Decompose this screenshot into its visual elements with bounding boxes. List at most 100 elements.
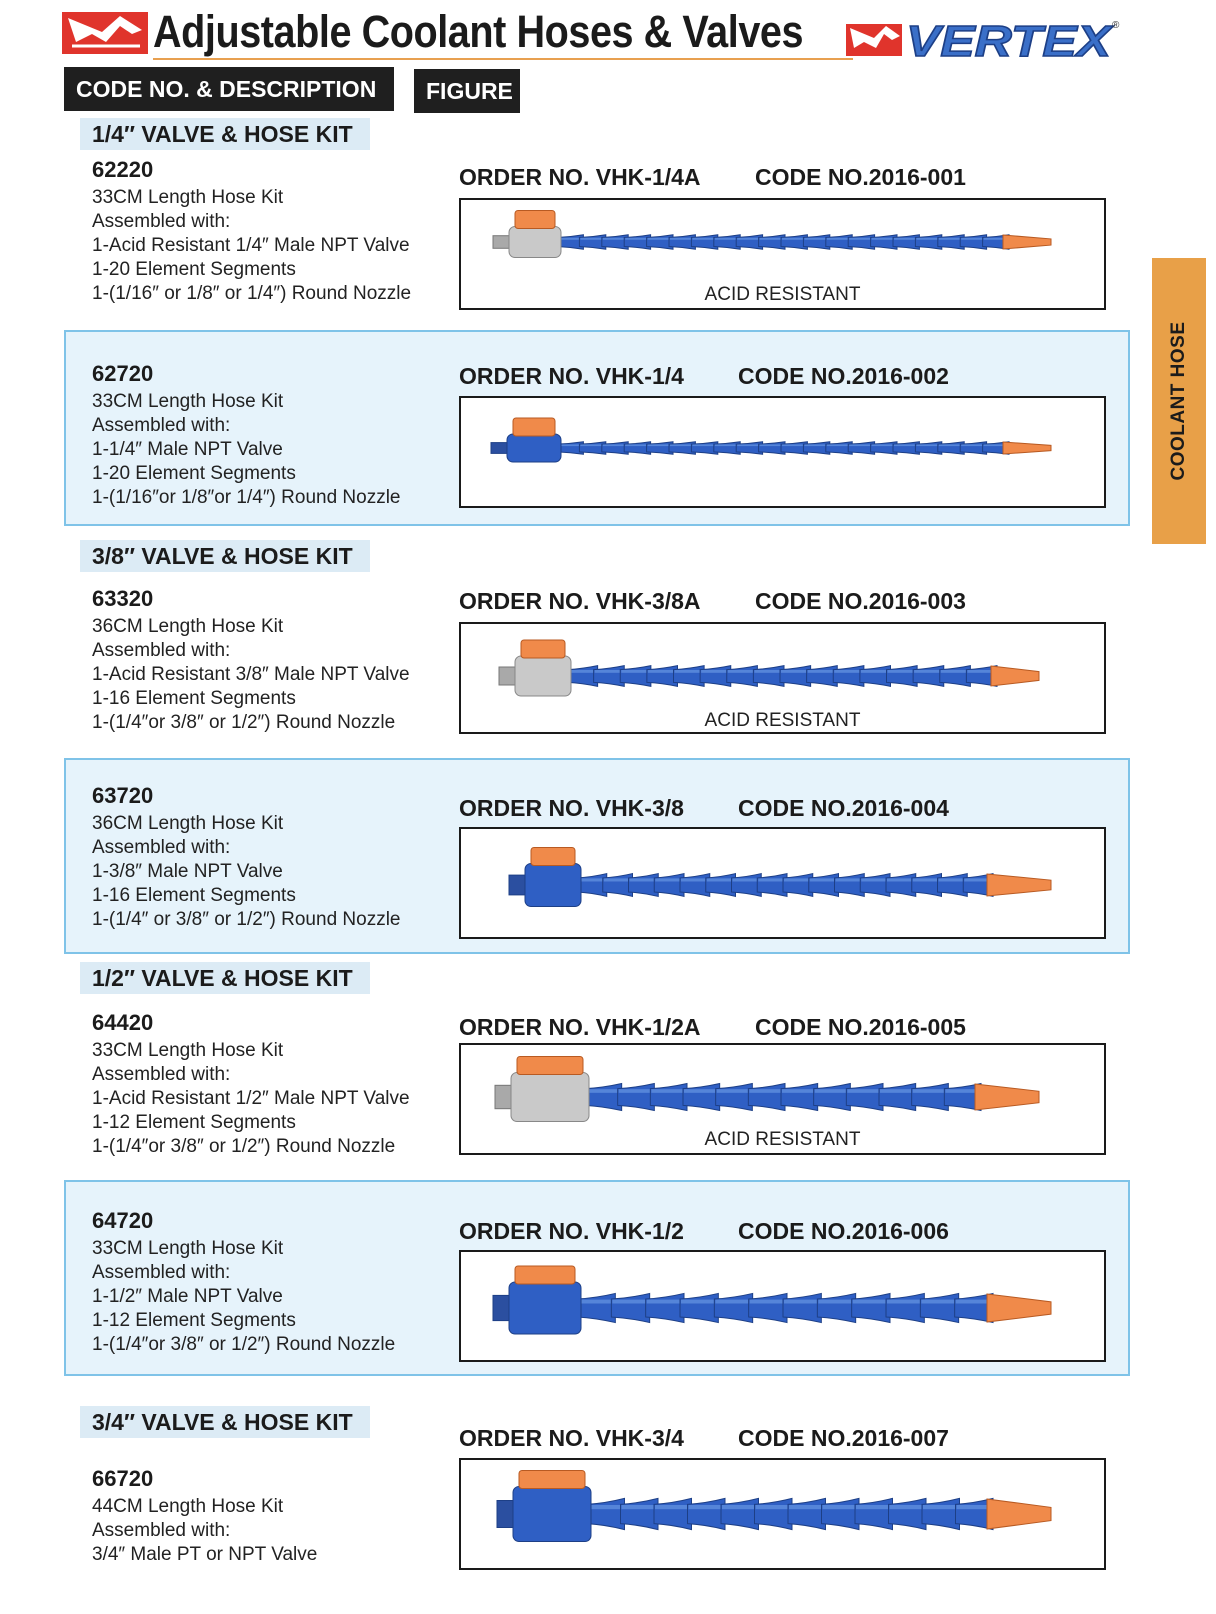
hose-segment-highlight [804,444,829,447]
hose-segment [747,1082,786,1112]
description-line: 1-16 Element Segments [92,688,296,709]
svg-text:®: ® [1112,20,1120,31]
hose-segment-highlight [880,1089,915,1093]
hose-segment-highlight [578,1299,615,1304]
hose-segment-highlight [558,237,583,240]
description-line: 1-20 Element Segments [92,463,296,484]
hose-segment [832,664,865,688]
order-number: ORDER NO. VHK-1/2A [459,1014,701,1040]
description-line: 1-(1/4″ or 3/8″ or 1/2″) Round Nozzle [92,909,401,930]
hose-segment-highlight [983,444,1008,447]
description-line: 1-3/8″ Male NPT Valve [92,861,283,882]
description-line: 3/4″ Male PT or NPT Valve [92,1544,318,1565]
valve-handle [514,210,556,229]
hose-segment-highlight [861,878,889,882]
vertex-logo: VERTEX ® [846,14,1124,67]
hose-kit-image [490,417,1052,463]
hose-segment-highlight [737,237,762,240]
valve-handle [520,639,566,659]
hose-segment [748,1292,788,1324]
hose-segment [620,1497,659,1531]
product-code: 64720 [92,1208,154,1233]
hose-segment-highlight [692,237,717,240]
hose-segment-highlight [625,444,650,447]
description-line: 1-Acid Resistant 1/4″ Male NPT Valve [92,235,410,256]
section-title: 1/4″ VALVE & HOSE KIT [80,118,370,150]
hose-segment [673,664,705,688]
valve-body [508,1281,582,1335]
hose-segment-highlight [894,444,919,447]
hose-segment-highlight [647,237,672,240]
hose-segment-highlight [852,1299,889,1304]
hose-segment [787,1497,826,1531]
catalog-code-number: CODE NO.2016-002 [738,363,949,389]
description-line: 1-(1/16″ or 1/8″ or 1/4″) Round Nozzle [92,283,412,304]
hose-segment [645,1292,685,1324]
round-nozzle [986,1293,1052,1323]
hose-segment-highlight [759,237,784,240]
brand-logo-mark [62,12,148,54]
hose-segment-highlight [847,1089,882,1093]
product-figure [459,1250,1106,1362]
hose-segment-highlight [822,1505,858,1510]
hose-segment-highlight [578,878,606,882]
hose-segment-highlight [688,1505,724,1510]
hose-segment [878,1082,917,1112]
hose-segment-highlight [916,237,941,240]
description-line: 33CM Length Hose Kit [92,1238,284,1259]
description-line: 1-12 Element Segments [92,1112,296,1133]
acid-resistant-label: ACID RESISTANT [704,710,861,731]
product-code: 62720 [92,361,154,386]
npt-thread [492,1294,512,1322]
hose-segment [752,664,785,688]
hose-segment [720,1497,759,1531]
hose-segment-highlight [849,444,874,447]
hose-segment [854,1497,893,1531]
order-line: ORDER NO. VHK-3/8A CODE NO.2016-003 [459,588,966,615]
hose-segment-highlight [701,670,730,673]
acid-resistant-label: ACID RESISTANT [704,284,861,305]
hose-segment-highlight [961,237,986,240]
hose-segment-highlight [983,237,1008,240]
hose-segment [939,664,971,688]
description-line: Assembled with: [92,211,231,232]
hose-segment-highlight [749,1089,784,1093]
product-figure [459,1458,1106,1570]
hose-segment-highlight [651,1089,686,1093]
catalog-code-number: CODE NO.2016-005 [755,1014,966,1040]
hose-segment [687,1497,726,1531]
hose-segment-highlight [714,444,740,447]
catalog-code-number: CODE NO.2016-007 [738,1425,949,1451]
valve-body [524,863,582,907]
hose-segment [816,1292,857,1324]
hose-segment [726,664,758,688]
hose-segment-highlight [758,878,786,882]
product-figure: ACID RESISTANT [459,198,1106,310]
description-line: 33CM Length Hose Kit [92,187,284,208]
hose-segment [859,664,891,688]
npt-thread [498,666,518,686]
hose-segment [715,1082,753,1112]
hose-segment-highlight [804,237,829,240]
hose-segment-highlight [737,444,762,447]
product-figure: ACID RESISTANT [459,1043,1106,1155]
tab-figure: FIGURE [414,69,520,113]
product-code: 66720 [92,1466,154,1491]
hose-segment-highlight [967,670,996,673]
hose-segment-highlight [670,444,695,447]
hose-segment [586,1497,625,1531]
valve-handle [530,847,576,866]
description-line: Assembled with: [92,1520,231,1541]
hose-segment [646,664,678,688]
description-line: Assembled with: [92,837,231,858]
hose-segment-highlight [889,1505,925,1510]
product-description: 33CM Length Hose Kit Assembled with: 1-A… [92,186,411,306]
npt-thread [492,235,512,249]
hose-segment-highlight [961,444,986,447]
round-nozzle [990,665,1040,687]
hose-segment [576,1292,616,1324]
hose-segment-highlight [603,878,632,882]
description-line: 1-Acid Resistant 1/2″ Male NPT Valve [92,1088,410,1109]
hose-segment [885,1292,925,1324]
valve-body [508,226,562,258]
